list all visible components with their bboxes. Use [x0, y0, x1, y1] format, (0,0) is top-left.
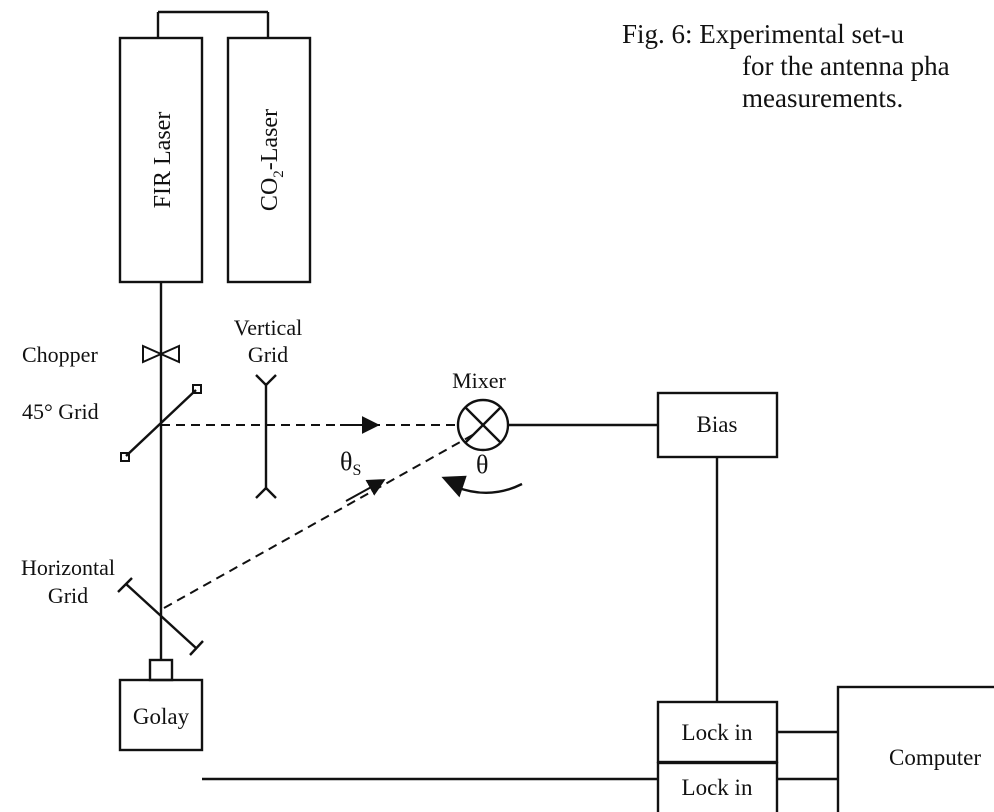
co2-laser-label: CO2-Laser: [257, 109, 287, 211]
horizontal-grid-symbol: [189, 640, 204, 656]
lockin-bottom-box: [656, 761, 779, 812]
bias-box-label: Bias: [697, 412, 738, 437]
horizontal-grid-label-line1: Horizontal: [21, 555, 115, 580]
caption-line-1: Fig. 6: Experimental set-u: [622, 19, 904, 49]
computer-box-label: Computer: [889, 745, 981, 770]
lockin-bottom-label: Lock in: [682, 775, 753, 800]
grid-45-symbol: [125, 389, 197, 457]
vertical-grid-label-line2: Grid: [248, 342, 288, 367]
mixer-label: Mixer: [452, 368, 506, 393]
beam-rotated-arrow: [345, 479, 386, 502]
horizontal-grid-symbol: [117, 577, 133, 593]
computer-box: [836, 685, 994, 812]
lockin-top-label: Lock in: [682, 720, 753, 745]
beam-horizontal-grid-dashed: [163, 431, 479, 609]
chopper-symbol: [158, 344, 180, 364]
grid-45-end: [192, 384, 202, 394]
vertical-grid-symbol: [265, 487, 277, 499]
vertical-grid-symbol: [255, 374, 267, 386]
vertical-grid-label-line1: Vertical: [234, 315, 302, 340]
horizontal-grid-label-line2: Grid: [48, 583, 88, 608]
horizontal-grid-symbol: [125, 583, 197, 649]
grid-45-end: [120, 452, 130, 462]
chopper-label: Chopper: [22, 342, 98, 367]
figure-caption: Fig. 6: Experimental set-u for the anten…: [622, 18, 994, 114]
caption-line-3: measurements.: [742, 83, 904, 113]
theta-s-label: θS: [340, 447, 361, 479]
rotation-arrow: [455, 482, 523, 495]
mixer-symbol: [464, 406, 502, 444]
fir-laser-label: FIR Laser: [150, 112, 176, 209]
rotation-arrow-head: [441, 475, 467, 498]
chopper-symbol: [142, 344, 164, 364]
theta-label: θ: [476, 450, 488, 479]
caption-line-2: for the antenna pha: [742, 51, 950, 81]
grid-45-label: 45° Grid: [22, 399, 99, 424]
vertical-grid-symbol: [265, 374, 277, 386]
co2-laser-box: [226, 36, 312, 284]
vertical-grid-symbol: [255, 487, 267, 499]
golay-connector: [148, 658, 174, 682]
golay-box-label: Golay: [133, 704, 190, 729]
